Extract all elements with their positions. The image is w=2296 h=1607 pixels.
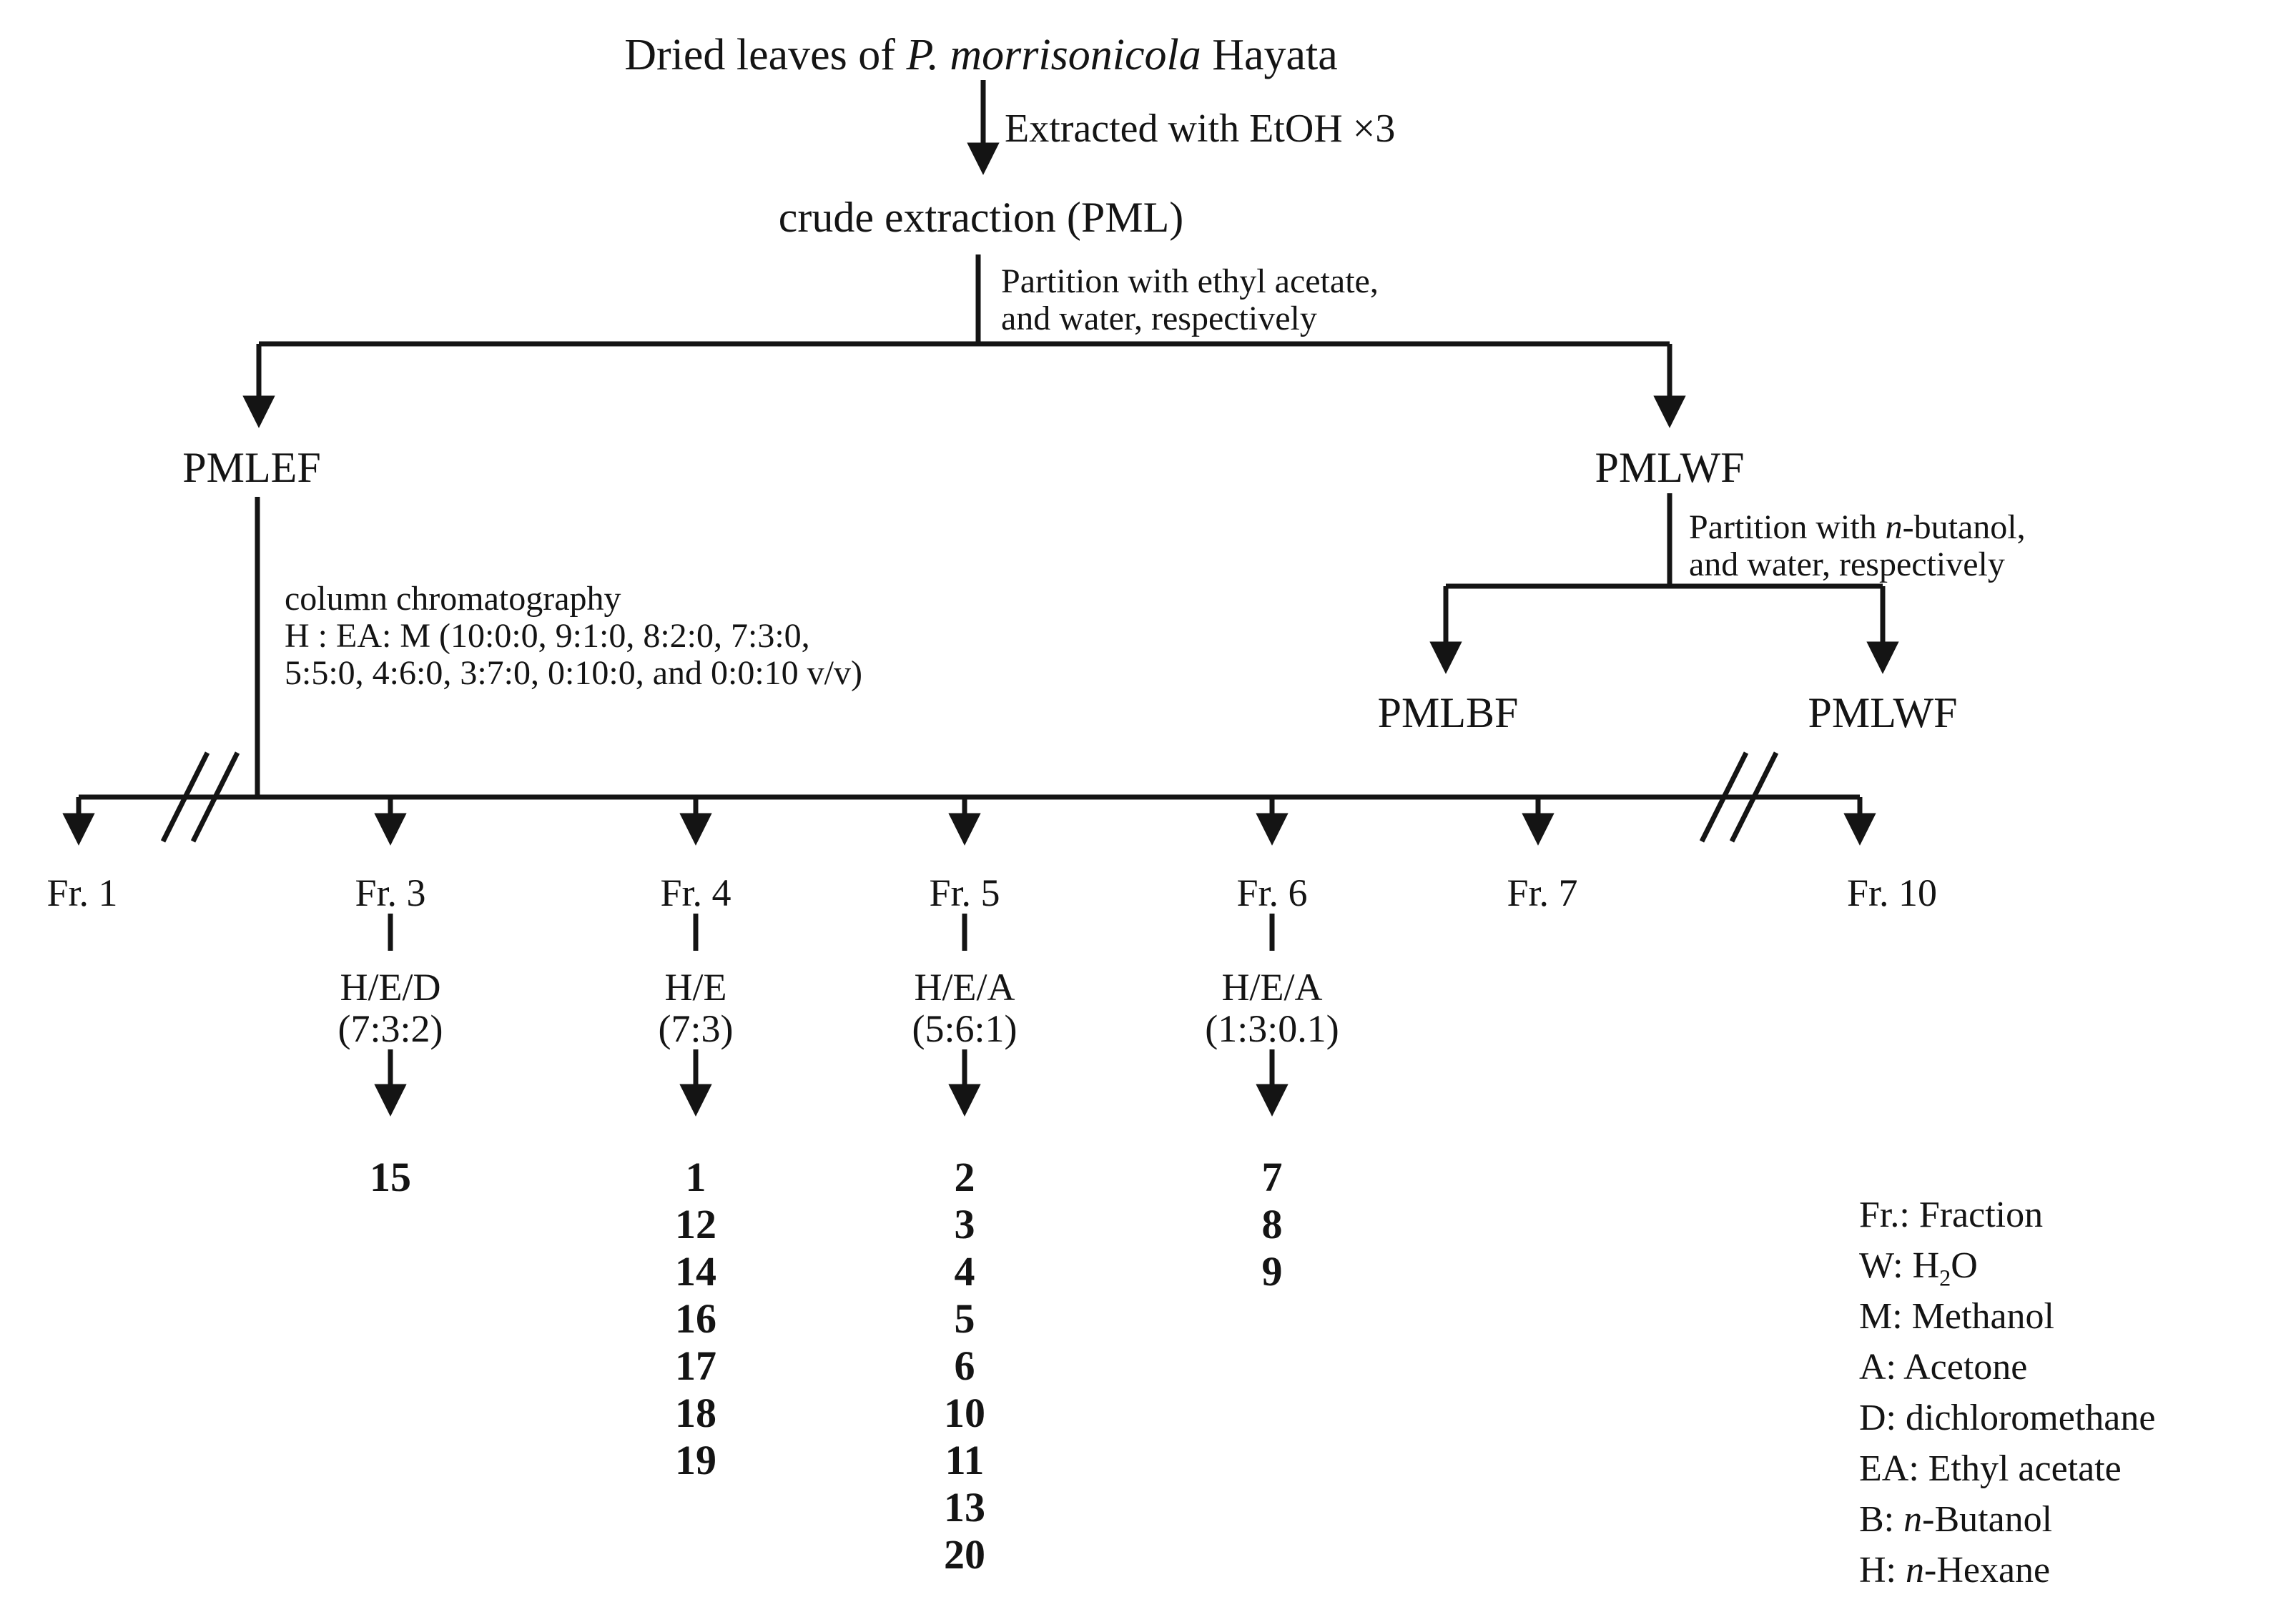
compound-number: 15 bbox=[370, 1154, 411, 1200]
compound-number: 3 bbox=[954, 1201, 975, 1247]
title-species: P. morrisonicola bbox=[906, 31, 1201, 79]
eluent-fr6: H/E/A bbox=[1221, 966, 1323, 1009]
legend-item-hexane: H: n-Hexane bbox=[1859, 1550, 2051, 1591]
eluent-fr3: H/E/D bbox=[340, 966, 441, 1009]
eluent-ratio-fr3: (7:3:2) bbox=[337, 1007, 443, 1050]
compound-number: 8 bbox=[1261, 1201, 1283, 1247]
partition2-line2: and water, respectively bbox=[1689, 545, 2005, 583]
column-chromatography-label: column chromatography H : EA: M (10:0:0,… bbox=[285, 580, 862, 692]
fraction-label-fr4: Fr. 4 bbox=[660, 871, 731, 914]
pmlbf-label: PMLBF bbox=[1377, 689, 1519, 736]
eluent-ratio-fr5: (5:6:1) bbox=[912, 1007, 1018, 1050]
compound-number: 17 bbox=[675, 1343, 716, 1389]
eluent-fr4: H/E bbox=[664, 966, 727, 1009]
title-suffix: Hayata bbox=[1201, 31, 1338, 79]
compound-number: 19 bbox=[675, 1437, 716, 1483]
compound-number: 13 bbox=[944, 1484, 985, 1531]
title: Dried leaves of P. morrisonicola Hayata bbox=[624, 31, 1338, 79]
column-chromatography-line2: H : EA: M (10:0:0, 9:1:0, 8:2:0, 7:3:0, bbox=[285, 617, 810, 655]
column-chromatography-line1: column chromatography bbox=[285, 580, 621, 618]
subscript: 2 bbox=[1939, 1265, 1951, 1291]
partition1-line1: Partition with ethyl acetate, bbox=[1001, 262, 1379, 300]
pmlwf-label: PMLWF bbox=[1595, 444, 1745, 491]
legend-item-butanol: B: n-Butanol bbox=[1859, 1499, 2053, 1540]
fraction-label-fr3: Fr. 3 bbox=[355, 871, 426, 914]
title-prefix: Dried leaves of bbox=[624, 31, 907, 79]
partition2-line1: Partition with n-butanol, bbox=[1689, 508, 2026, 546]
compound-number: 14 bbox=[675, 1248, 716, 1295]
compound-number: 1 bbox=[685, 1154, 706, 1200]
legend-item-dichloromethane: D: dichloromethane bbox=[1859, 1398, 2156, 1438]
compound-number: 6 bbox=[954, 1343, 975, 1389]
eluent-fr5: H/E/A bbox=[914, 966, 1015, 1009]
pmlef-label: PMLEF bbox=[182, 444, 321, 491]
fraction-label-fr10: Fr. 10 bbox=[1846, 871, 1938, 914]
legend-item-acetone: A: Acetone bbox=[1859, 1347, 2028, 1388]
compound-number: 20 bbox=[944, 1531, 985, 1578]
compound-number: 7 bbox=[1261, 1154, 1283, 1200]
extraction-step-label: Extracted with EtOH ×3 bbox=[1005, 107, 1396, 151]
compound-number: 10 bbox=[944, 1390, 985, 1436]
eluent-ratio-fr6: (1:3:0.1) bbox=[1205, 1007, 1339, 1050]
compound-number: 12 bbox=[675, 1201, 716, 1247]
legend-item-ethyl-acetate: EA: Ethyl acetate bbox=[1859, 1448, 2122, 1489]
legend-item-methanol: M: Methanol bbox=[1859, 1296, 2054, 1337]
partition2-label: Partition with n-butanol, and water, res… bbox=[1689, 509, 2026, 583]
compound-number: 16 bbox=[675, 1295, 716, 1342]
fraction-label-fr5: Fr. 5 bbox=[929, 871, 1000, 914]
fraction-label-fr1: Fr. 1 bbox=[46, 871, 118, 914]
compound-number: 5 bbox=[954, 1295, 975, 1342]
legend-item-fraction: Fr.: Fraction bbox=[1859, 1195, 2044, 1235]
eluent-ratio-fr4: (7:3) bbox=[658, 1007, 734, 1050]
break-mark-left bbox=[160, 751, 210, 843]
compound-number: 11 bbox=[945, 1437, 985, 1483]
fraction-label-fr6: Fr. 6 bbox=[1236, 871, 1308, 914]
column-chromatography-line3: 5:5:0, 4:6:0, 3:7:0, 0:10:0, and 0:0:10 … bbox=[285, 654, 862, 692]
legend-item-water: W: H2O bbox=[1859, 1245, 1978, 1291]
break-mark-right bbox=[1699, 751, 1749, 843]
partition1-label: Partition with ethyl acetate, and water,… bbox=[1001, 263, 1379, 337]
compound-number: 18 bbox=[675, 1390, 716, 1436]
break-mark-right bbox=[1729, 751, 1779, 843]
crude-extract-label: crude extraction (PML) bbox=[778, 194, 1184, 241]
compound-number: 9 bbox=[1261, 1248, 1283, 1295]
fraction-label-fr7: Fr. 7 bbox=[1507, 871, 1578, 914]
partition1-line2: and water, respectively bbox=[1001, 300, 1317, 337]
pmlwf2-label: PMLWF bbox=[1808, 689, 1958, 736]
break-mark-left bbox=[190, 751, 240, 843]
compound-number: 2 bbox=[954, 1154, 975, 1200]
compound-number: 4 bbox=[954, 1248, 975, 1295]
